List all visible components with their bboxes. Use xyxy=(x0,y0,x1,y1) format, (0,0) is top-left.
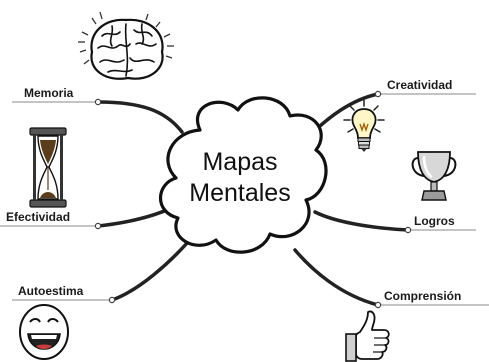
hourglass-icon xyxy=(29,127,67,208)
branch-label-comprension: Comprensión xyxy=(384,289,462,303)
center-cloud-shape xyxy=(159,96,328,254)
branch-label-efectividad: Efectividad xyxy=(6,210,71,224)
connector-autoestima xyxy=(110,240,190,302)
center-title-line1: Mapas xyxy=(202,148,278,176)
smiley-face-icon xyxy=(19,304,69,360)
branch-label-memoria: Memoria xyxy=(24,86,74,100)
center-title-line2: Mentales xyxy=(189,179,291,207)
brain-icon xyxy=(78,11,174,80)
connector-logros xyxy=(313,210,410,232)
connector-comprension xyxy=(293,248,380,307)
branch-underlines xyxy=(0,93,489,306)
connector-memoria xyxy=(96,100,184,134)
trophy-icon xyxy=(411,151,457,201)
lightbulb-icon xyxy=(343,99,385,152)
center-title: Mapas Mentales xyxy=(175,147,305,209)
branch-label-logros: Logros xyxy=(414,214,455,228)
branch-label-autoestima: Autoestima xyxy=(18,284,84,298)
branch-label-creatividad: Creatividad xyxy=(387,78,453,92)
thumbs-up-icon xyxy=(345,310,390,362)
connector-nodes xyxy=(94,90,412,309)
